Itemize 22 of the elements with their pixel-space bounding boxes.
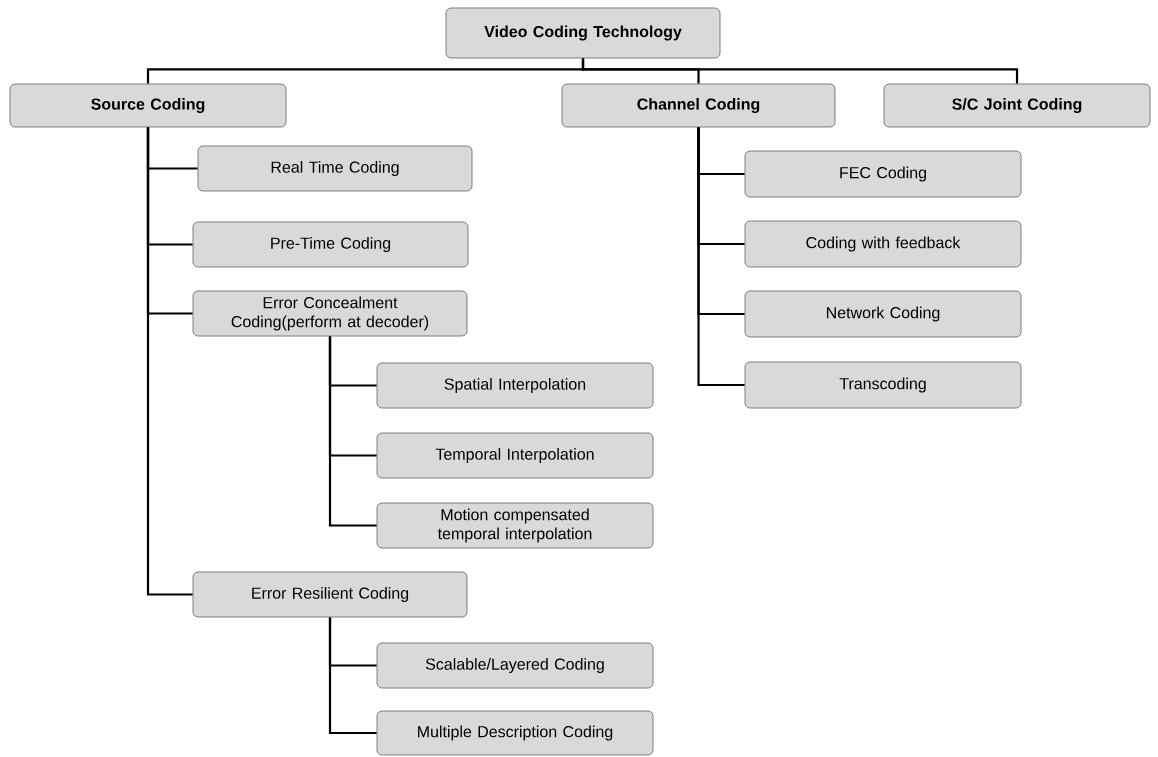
connector-line — [581, 58, 1019, 84]
item-box: Spatial Interpolation — [376, 362, 654, 409]
item-box: Scalable/Layered Coding — [376, 642, 654, 689]
item-box: Network Coding — [744, 290, 1022, 338]
item-box: Error Concealment Coding(perform at decoder) — [192, 290, 468, 337]
connector-line — [328, 617, 377, 735]
item-box: Error Resilient Coding — [192, 571, 468, 618]
connector-line — [328, 336, 377, 527]
connector-line — [697, 127, 745, 387]
connector-line — [146, 127, 193, 596]
category-box: S/C Joint Coding — [883, 83, 1151, 128]
item-box: Coding with feedback — [744, 220, 1022, 268]
item-box: Multiple Description Coding — [376, 710, 654, 756]
category-box: Video Coding Technology — [445, 7, 721, 59]
item-box: Pre-Time Coding — [192, 221, 469, 268]
item-box: Motion compensated temporal interpolation — [376, 502, 654, 549]
item-box: Real Time Coding — [197, 145, 473, 192]
item-box: Temporal Interpolation — [376, 432, 654, 479]
category-box: Channel Coding — [561, 83, 836, 128]
item-box: FEC Coding — [744, 150, 1022, 198]
item-box: Transcoding — [744, 361, 1022, 409]
category-box: Source Coding — [9, 83, 287, 128]
